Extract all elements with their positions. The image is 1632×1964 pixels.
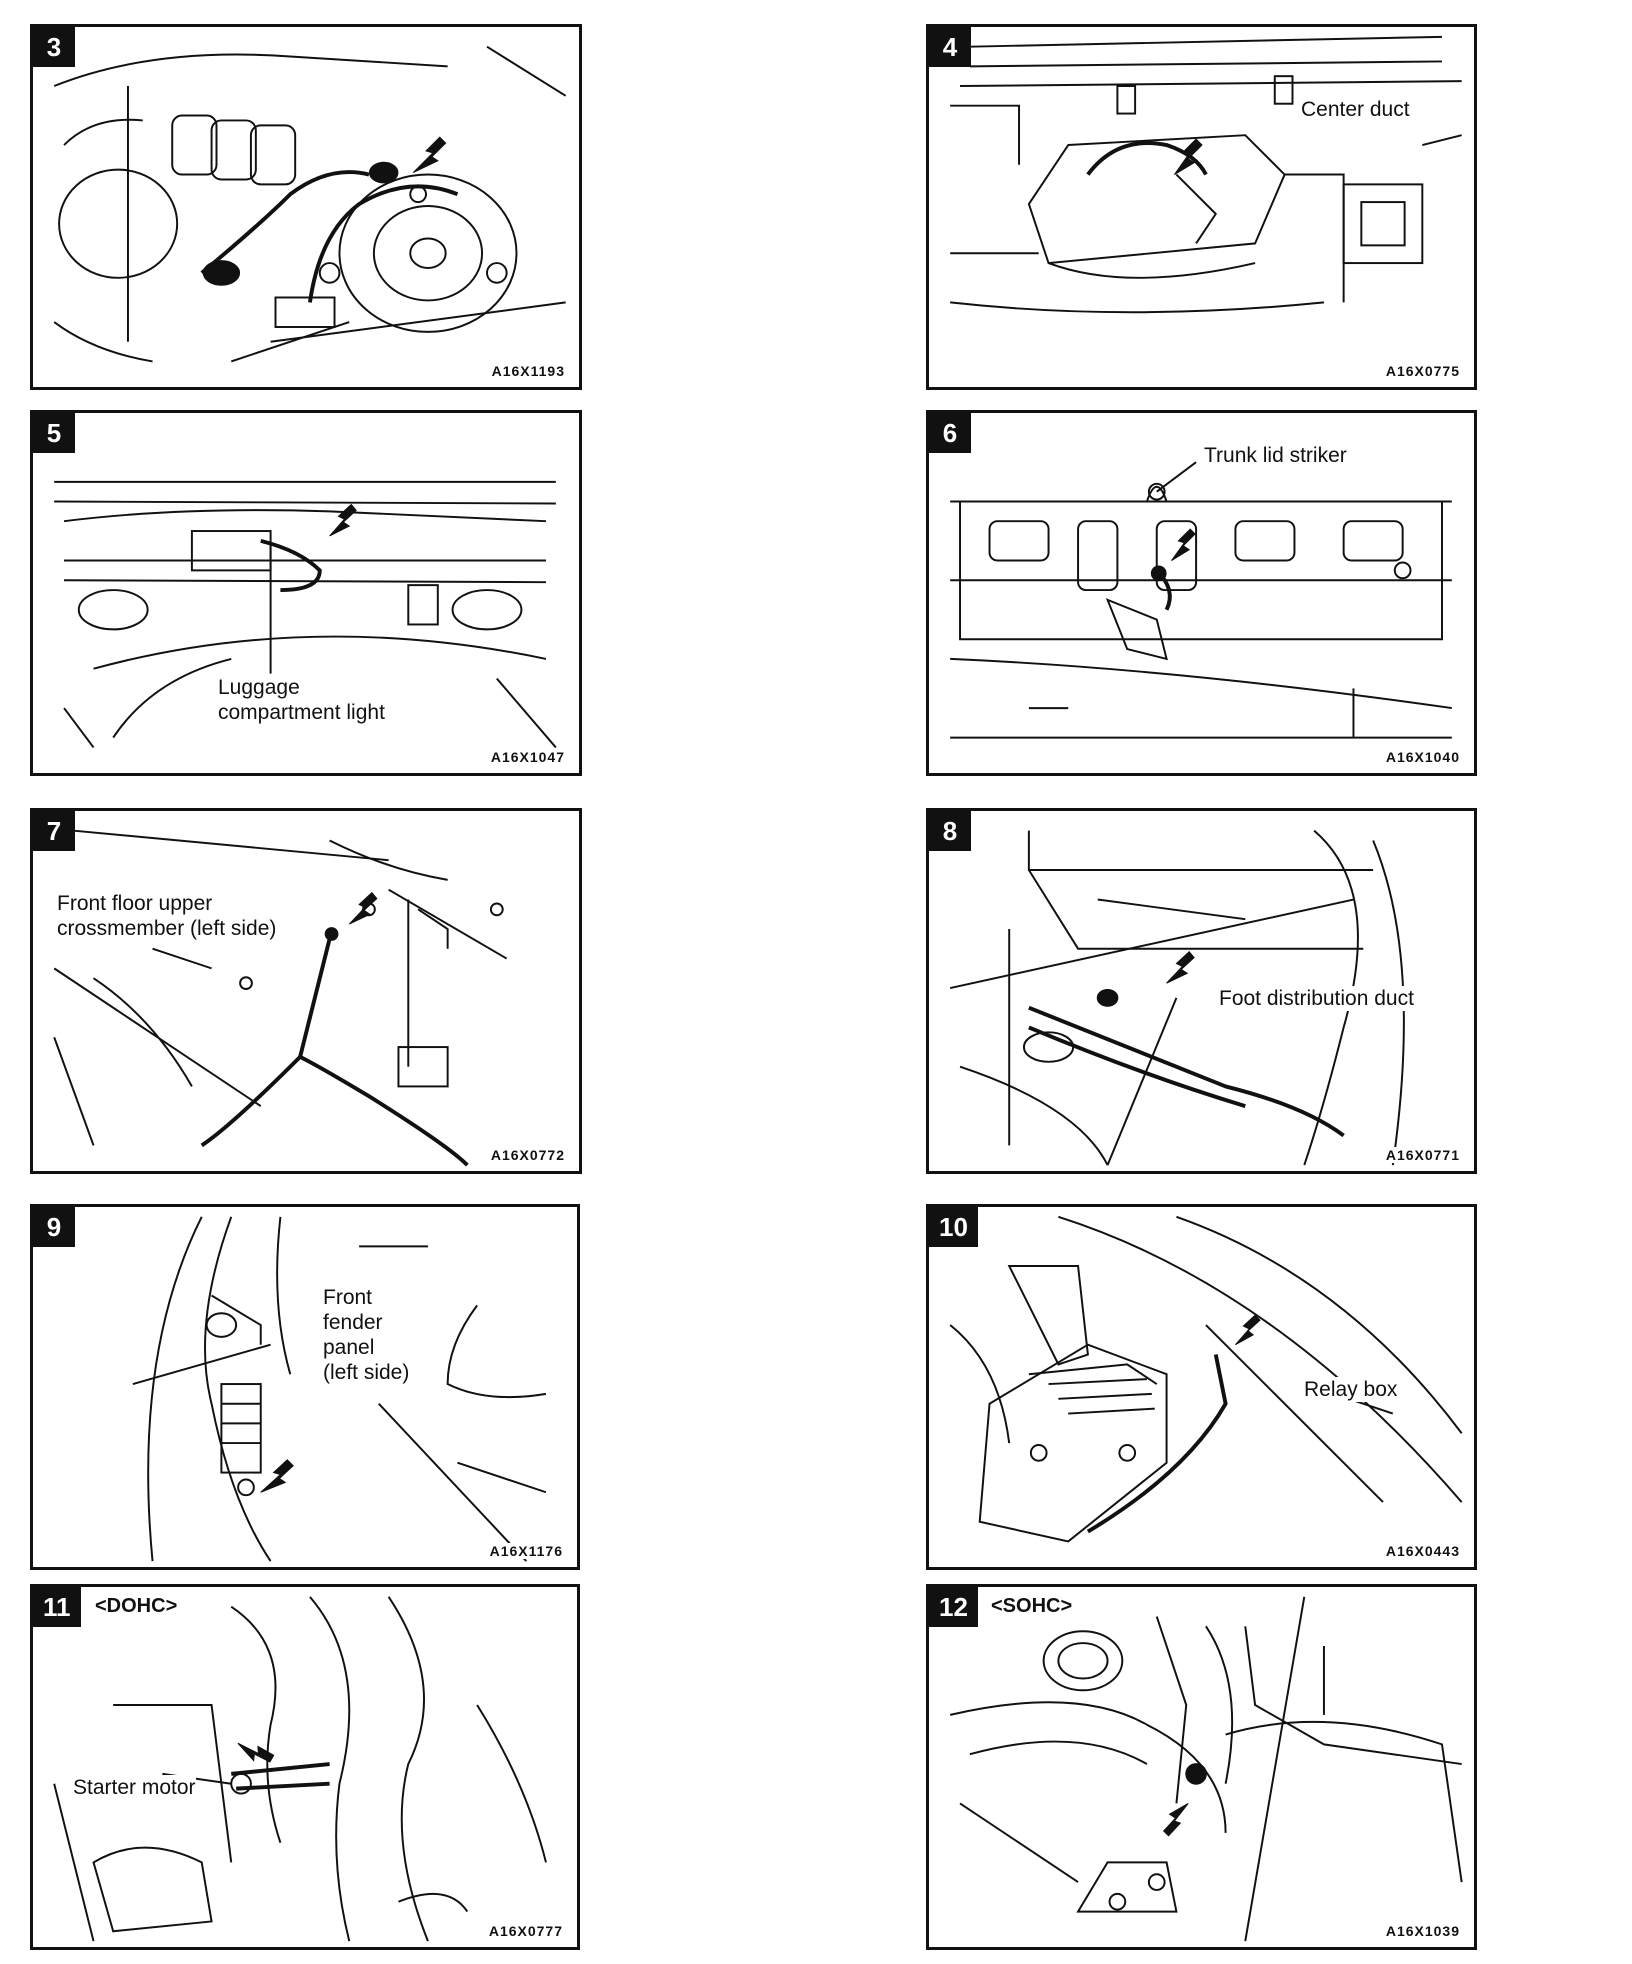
figure-6: 6 Trunk lid striker A16X1040 bbox=[926, 410, 1477, 776]
figure-6-illustration bbox=[950, 461, 1452, 739]
figure-label-starter-motor: Starter motor bbox=[73, 1775, 196, 1800]
figure-number: 11 bbox=[33, 1587, 81, 1627]
figure-8-illustration bbox=[949, 829, 1405, 1166]
figure-number: 4 bbox=[929, 27, 971, 67]
figure-label-front-floor-upper-crossmember: Front floor upper crossmember (left side… bbox=[57, 891, 277, 941]
figure-5-illustration bbox=[54, 480, 557, 749]
figure-code: A16X1047 bbox=[490, 749, 565, 765]
figure-label-front-fender-panel: Front fender panel (left side) bbox=[323, 1285, 410, 1385]
figure-label-trunk-lid-striker: Trunk lid striker bbox=[1204, 443, 1347, 468]
figure-label-relay-box: Relay box bbox=[1304, 1377, 1398, 1402]
figure-code: A16X0771 bbox=[1385, 1147, 1460, 1163]
figure-11-illustration bbox=[53, 1596, 547, 1942]
figure-4-illustration bbox=[950, 35, 1462, 314]
figure-number: 9 bbox=[33, 1207, 75, 1247]
figure-label-luggage-compartment-light: Luggage compartment light bbox=[218, 675, 385, 725]
engine-variant-label: <DOHC> bbox=[95, 1595, 178, 1618]
figure-number: 7 bbox=[33, 811, 75, 851]
figure-code: A16X0443 bbox=[1385, 1543, 1460, 1559]
figure-code: A16X1193 bbox=[491, 363, 565, 379]
figure-code: A16X1040 bbox=[1385, 749, 1460, 765]
figure-12: 12 <SOHC> A16X1039 bbox=[926, 1584, 1477, 1950]
figure-3: 3 A16X1193 bbox=[30, 24, 582, 390]
figure-code: A16X1039 bbox=[1385, 1923, 1460, 1939]
figure-3-illustration bbox=[53, 45, 567, 363]
figure-number: 10 bbox=[929, 1207, 978, 1247]
figure-8: 8 Foot distribution duct A16X0771 bbox=[926, 808, 1477, 1174]
figure-7-illustration bbox=[53, 829, 508, 1167]
figure-9: 9 Front fender panel (left side) A16X117… bbox=[30, 1204, 580, 1570]
figure-code: A16X0772 bbox=[490, 1147, 565, 1163]
figure-number: 6 bbox=[929, 413, 971, 453]
figure-number: 12 bbox=[929, 1587, 978, 1627]
figure-number: 5 bbox=[33, 413, 75, 453]
engine-variant-label: <SOHC> bbox=[991, 1595, 1073, 1618]
figure-4: 4 Center duct A16X0775 bbox=[926, 24, 1477, 390]
figure-5: 5 Luggage compartment light A16X1047 bbox=[30, 410, 582, 776]
figure-number: 3 bbox=[33, 27, 75, 67]
figure-7: 7 Front floor upper crossmember (left si… bbox=[30, 808, 582, 1174]
figure-label-foot-distribution-duct: Foot distribution duct bbox=[1219, 986, 1414, 1011]
figure-12-illustration bbox=[949, 1596, 1463, 1942]
figure-code: A16X1176 bbox=[489, 1543, 563, 1559]
figure-10: 10 Relay box A16X0443 bbox=[926, 1204, 1477, 1570]
figure-number: 8 bbox=[929, 811, 971, 851]
figure-label-center-duct: Center duct bbox=[1301, 97, 1410, 122]
figure-11: 11 <DOHC> Starter motor A16X0777 bbox=[30, 1584, 580, 1950]
figure-10-illustration bbox=[949, 1215, 1463, 1543]
figure-code: A16X0775 bbox=[1385, 363, 1460, 379]
figure-9-illustration bbox=[132, 1216, 547, 1562]
figure-code: A16X0777 bbox=[488, 1923, 563, 1939]
